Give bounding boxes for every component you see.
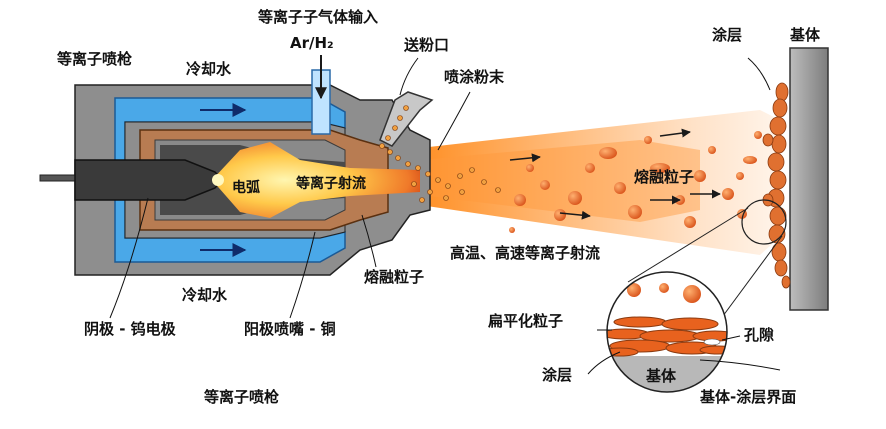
jet-flow-arrows bbox=[509, 128, 721, 220]
cooling-water-bottom-label: 冷却水 bbox=[182, 286, 228, 304]
arc-region bbox=[212, 142, 420, 218]
coating-layer bbox=[762, 82, 791, 289]
plasma-jet-core bbox=[420, 140, 700, 222]
powder-port-tube bbox=[379, 91, 434, 147]
coating-top-label: 涂层 bbox=[712, 26, 742, 44]
interface-label: 基体-涂层界面 bbox=[699, 388, 796, 406]
coating-inset bbox=[606, 271, 728, 393]
coating-inset-label: 涂层 bbox=[542, 366, 572, 384]
cooling-water-top-label: 冷却水 bbox=[186, 60, 232, 78]
gun-title-bottom: 等离子喷枪 bbox=[204, 388, 279, 406]
pores-label: 孔隙 bbox=[744, 326, 774, 344]
flattened-particles-label: 扁平化粒子 bbox=[488, 312, 563, 330]
spray-powder-label: 喷涂粉末 bbox=[444, 68, 505, 86]
molten-particles bbox=[509, 131, 762, 233]
spray-gun bbox=[39, 69, 434, 276]
zoom-source-circle bbox=[741, 199, 787, 245]
arc-label: 电弧 bbox=[232, 179, 260, 196]
gun-title-top: 等离子喷枪 bbox=[57, 50, 132, 68]
anode-label: 阳极喷嘴 - 铜 bbox=[244, 320, 336, 338]
leader-lines bbox=[109, 57, 781, 375]
powder-particles bbox=[379, 105, 501, 203]
substrate-block bbox=[789, 47, 829, 311]
substrate-top-label: 基体 bbox=[789, 26, 821, 44]
powder-port-label: 送粉口 bbox=[403, 36, 449, 54]
substrate-inset-label: 基体 bbox=[645, 367, 677, 385]
molten-particles-nozzle-label: 熔融粒子 bbox=[364, 268, 424, 286]
cathode bbox=[74, 159, 223, 201]
gas-formula-label: Ar/H₂ bbox=[290, 34, 334, 52]
cathode-label: 阴极 - 钨电极 bbox=[84, 320, 177, 338]
molten-particles-jet-label: 熔融粒子 bbox=[634, 168, 694, 186]
high-temp-jet-label: 高温、高速等离子射流 bbox=[450, 244, 600, 262]
pore bbox=[703, 338, 721, 346]
plasma-jet-label: 等离子射流 bbox=[296, 175, 366, 192]
plasma-gas-input-label: 等离子子气体输入 bbox=[258, 8, 378, 26]
